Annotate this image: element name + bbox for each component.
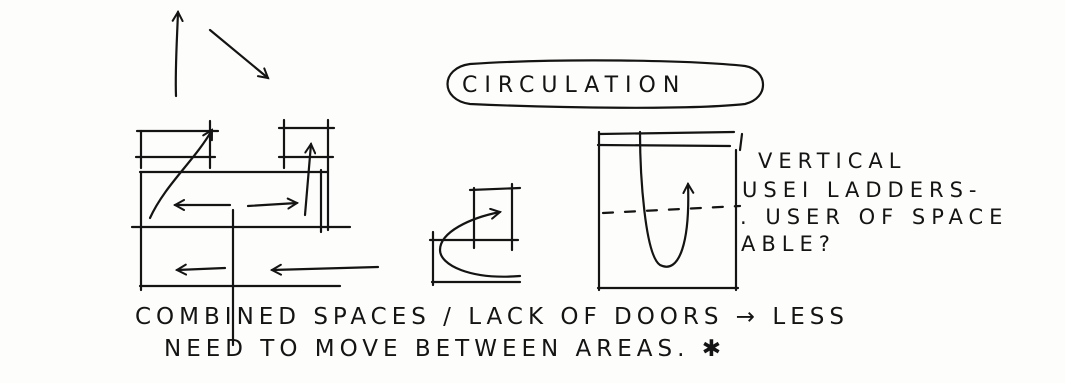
plan-diagram-middle bbox=[428, 182, 522, 287]
caption-line: NEED TO MOVE BETWEEN AREAS. ✱ bbox=[164, 336, 727, 362]
vertical-note-line: ABLE? bbox=[741, 232, 836, 256]
plan-diagram-left bbox=[130, 118, 380, 347]
vertical-note-line: VERTICAL bbox=[758, 149, 907, 173]
arrow-diagonal bbox=[208, 28, 268, 78]
vertical-note-line: USEI LADDERS- bbox=[742, 178, 983, 202]
title-label: CIRCULATION bbox=[462, 73, 687, 98]
title-bubble bbox=[446, 59, 764, 109]
section-diagram bbox=[596, 130, 744, 292]
top-arrows bbox=[176, 12, 268, 98]
arrow-up bbox=[176, 12, 178, 98]
vertical-note-line: . USER OF SPACE bbox=[740, 205, 1009, 229]
caption-line: COMBINED SPACES / LACK OF DOORS → LESS bbox=[135, 304, 849, 330]
